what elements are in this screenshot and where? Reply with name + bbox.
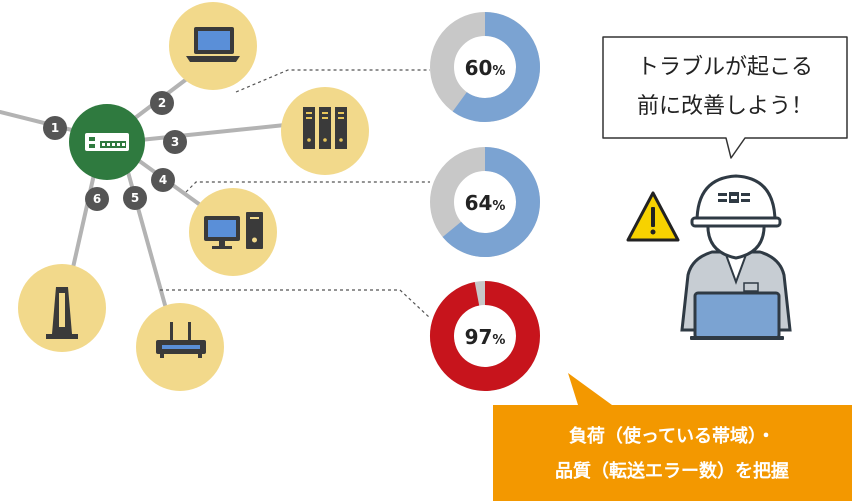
desktop-node — [189, 188, 277, 276]
caption-line-1: 負荷（使っている帯域）・ — [569, 425, 775, 447]
laptop-icon — [186, 27, 240, 62]
line-port-3 — [138, 123, 287, 142]
speech-bubble-line-2: 前に改善しよう！ — [637, 94, 813, 119]
port-badges: 1 2 3 4 5 6 — [43, 91, 187, 211]
port-badge-4: 4 — [151, 168, 175, 192]
donut-value-arc-3 — [430, 281, 540, 391]
caption-box: 負荷（使っている帯域）・ 品質（転送エラー数）を把握 — [493, 373, 852, 501]
port-badge-6: 6 — [85, 187, 109, 211]
dashed-leaders — [160, 69, 431, 319]
donut-charts: 60% 64% 97% — [430, 12, 540, 391]
desktop-pc-icon — [204, 212, 263, 249]
svg-text:1: 1 — [51, 121, 59, 135]
donut-value-arc-1 — [452, 12, 540, 122]
port-badge-3: 3 — [163, 130, 187, 154]
donut-value-arc-2 — [442, 147, 540, 257]
network-switch-icon — [85, 133, 129, 151]
line-port-4 — [136, 158, 212, 214]
router-node — [136, 303, 224, 391]
server-rack-icon — [303, 107, 347, 149]
access-point-icon — [46, 287, 78, 339]
svg-text:3: 3 — [171, 135, 179, 149]
network-switch-node — [69, 104, 145, 180]
port-badge-5: 5 — [123, 186, 147, 210]
speech-bubble: トラブルが起こる 前に改善しよう！ — [602, 36, 848, 159]
svg-text:2: 2 — [158, 96, 166, 110]
leader-laptop — [235, 69, 430, 93]
wireless-router-icon — [156, 322, 206, 358]
speech-bubble-line-1: トラブルが起こる — [637, 55, 813, 80]
port-badge-1: 1 — [43, 116, 67, 140]
leader-desktop — [185, 181, 430, 193]
caption-line-2: 品質（転送エラー数）を把握 — [555, 460, 789, 482]
warning-triangle-icon — [626, 191, 680, 242]
donut-label-3: 97% — [465, 325, 506, 349]
port-badge-2: 2 — [150, 91, 174, 115]
access-point-node — [18, 264, 106, 352]
line-port-6 — [70, 168, 97, 274]
leader-router — [160, 289, 431, 319]
donut-label-2: 64% — [465, 191, 506, 215]
server-node — [281, 87, 369, 175]
svg-text:4: 4 — [159, 173, 167, 187]
engineer-with-laptop-icon — [680, 174, 792, 340]
donut-chart-1: 60% — [430, 12, 540, 122]
laptop-node — [169, 2, 257, 90]
donut-chart-2: 64% — [430, 147, 540, 257]
svg-text:6: 6 — [93, 192, 101, 206]
svg-text:5: 5 — [131, 191, 139, 205]
donut-chart-3: 97% — [430, 281, 540, 391]
donut-label-1: 60% — [465, 56, 506, 80]
